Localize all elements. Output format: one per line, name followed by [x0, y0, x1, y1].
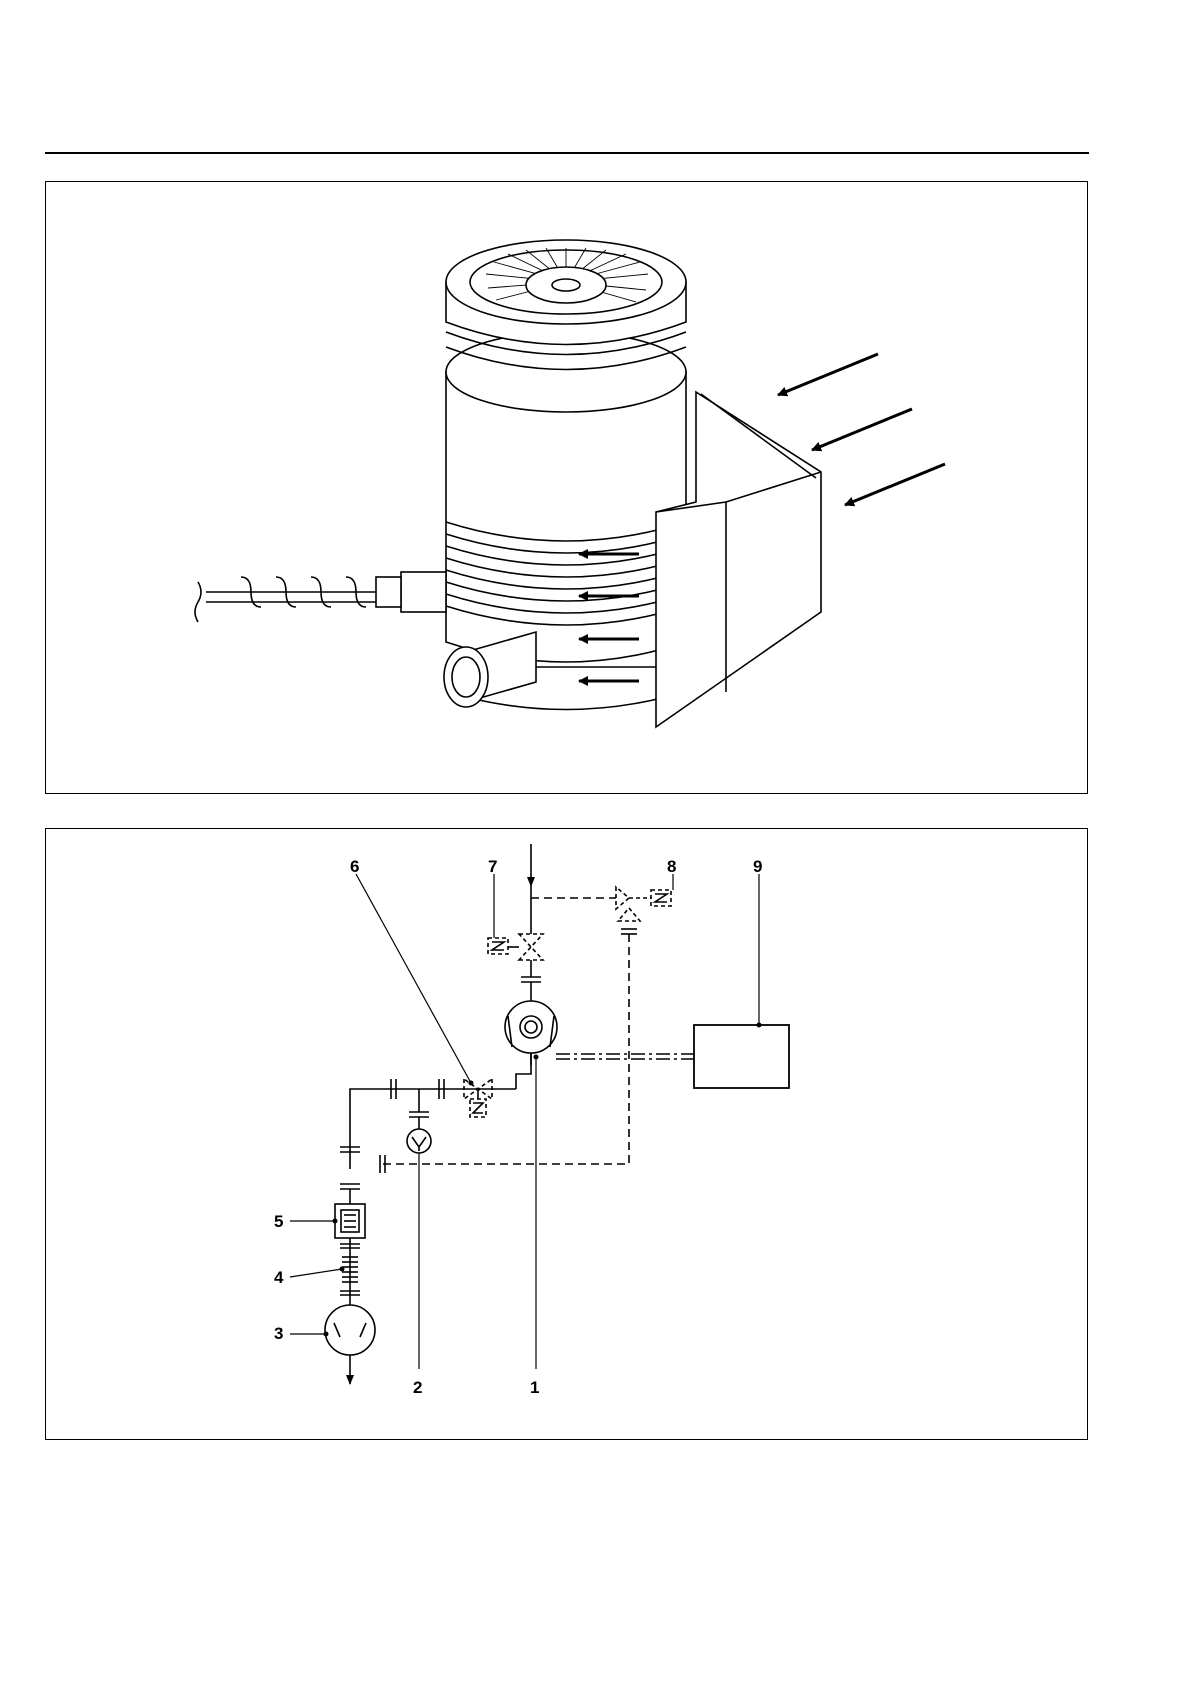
cable-spiral — [195, 577, 376, 622]
callout-8: 8 — [667, 857, 676, 876]
controller-9 — [694, 1025, 789, 1088]
turbo-pump-1 — [505, 1001, 557, 1053]
callout-3: 3 — [274, 1324, 283, 1343]
callout-1: 1 — [530, 1378, 539, 1397]
callout-7: 7 — [488, 857, 497, 876]
foreline-valve-6 — [464, 1079, 492, 1117]
callout-6: 6 — [350, 857, 359, 876]
venting-valve-8 — [616, 887, 671, 934]
vacuum-schematic: 1 2 3 4 5 6 7 8 9 — [46, 829, 1089, 1441]
header-rule — [45, 152, 1089, 154]
airflow-arrow-top-3 — [845, 464, 945, 505]
vacuum-schematic-panel: 1 2 3 4 5 6 7 8 9 — [45, 828, 1088, 1440]
callout-5: 5 — [274, 1212, 283, 1231]
vent-valve-7 — [488, 934, 543, 960]
pump-housing — [446, 372, 686, 662]
backing-pump-3 — [325, 1305, 375, 1355]
turbopump-illustration — [46, 182, 1089, 795]
callout-9: 9 — [753, 857, 762, 876]
pump-illustration-panel — [45, 181, 1088, 794]
pressure-gauge-2 — [407, 1129, 431, 1153]
cable-connector — [401, 572, 446, 612]
callout-2: 2 — [413, 1378, 422, 1397]
trap-5 — [335, 1204, 365, 1238]
callout-4: 4 — [274, 1268, 284, 1287]
airflow-arrow-top-1 — [778, 354, 878, 395]
controller-cable — [531, 1053, 694, 1065]
airflow-arrow-top-2 — [812, 409, 912, 450]
